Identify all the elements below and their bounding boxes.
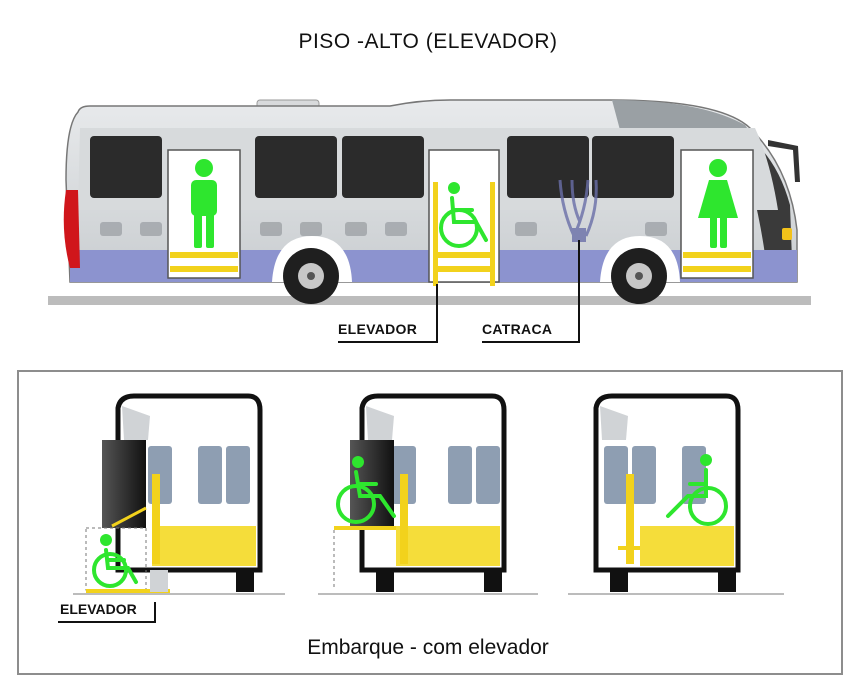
panel-caption: Embarque - com elevador: [307, 636, 549, 659]
tail-light: [63, 190, 80, 268]
bus-windows: [90, 136, 674, 198]
person-male-icon: [191, 159, 217, 248]
wheelchair-icon: [439, 182, 488, 248]
wheelchair-icon: [92, 534, 138, 588]
turnstile-icon: [558, 179, 598, 242]
boarding-panel: [17, 370, 843, 675]
person-female-icon: [698, 159, 738, 248]
ground-line: [48, 296, 811, 305]
wheel-icon: [272, 236, 352, 304]
seats: [100, 222, 667, 236]
step1-elevator-label: ELEVADOR: [60, 601, 137, 617]
headlight: [782, 228, 792, 240]
wheel-icon: [600, 236, 680, 304]
boarding-step-1: [58, 393, 285, 623]
callout-elevador: ELEVADOR: [338, 321, 418, 337]
wheelchair-icon: [336, 456, 396, 524]
callout-catraca: CATRACA: [482, 321, 553, 337]
wheelchair-icon: [666, 454, 728, 526]
callout-line-elevador: [338, 284, 438, 343]
diagram-title: PISO -ALTO (ELEVADOR): [298, 30, 558, 53]
callout-line-catraca: [482, 240, 580, 343]
boarding-step-3: [568, 393, 784, 595]
door-middle: [428, 149, 500, 286]
boarding-step-2: [318, 393, 538, 595]
side-mirror: [768, 140, 800, 182]
